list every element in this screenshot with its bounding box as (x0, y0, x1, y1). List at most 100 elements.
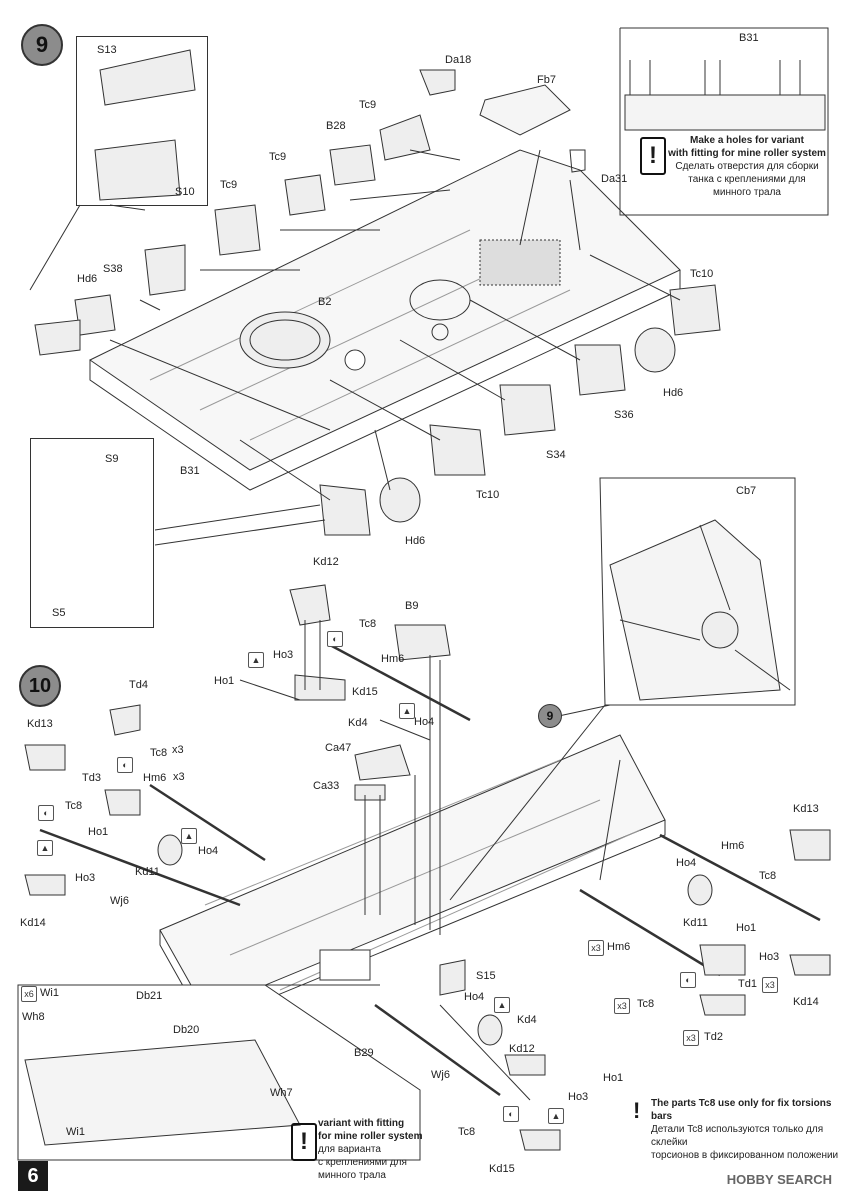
part-label: Wi1 (40, 987, 59, 999)
part-label: B2 (318, 296, 332, 308)
part-label: Ho4 (198, 845, 219, 857)
part-label: S34 (546, 449, 566, 461)
part-label: Kd11 (135, 866, 160, 878)
mirror-icon: ◐ (117, 757, 133, 773)
part-label: Kd4 (517, 1014, 537, 1026)
glue-icon: ▲ (494, 997, 510, 1013)
tc8-note-en: The parts Tc8 use only for fix torsions … (651, 1098, 832, 1122)
part-label: S10 (175, 186, 195, 198)
part-label: Cb7 (736, 485, 757, 497)
x6-marker: x6 (21, 986, 37, 1002)
part-label: Tc8 (150, 747, 168, 759)
exclamation-icon: ! (640, 137, 666, 175)
part-label: Tc8 (359, 618, 377, 630)
part-label: Tc8 (458, 1126, 476, 1138)
glue-icon: ▲ (181, 828, 197, 844)
part-label: Ho1 (88, 826, 109, 838)
part-label: Ho4 (414, 716, 435, 728)
variant-mine-roller-note: variant with fitting for mine roller sys… (318, 1117, 428, 1182)
part-label: Tc9 (269, 151, 287, 163)
mirror-icon: ◐ (327, 631, 343, 647)
part-label: Kd11 (683, 917, 708, 929)
part-label: Ho1 (736, 922, 757, 934)
step-9-mine-roller-note: Make a holes for variant with fitting fo… (667, 134, 827, 199)
part-label: B31 (739, 32, 759, 44)
part-label: S15 (476, 970, 496, 982)
part-label: Tc9 (359, 99, 377, 111)
part-label: S38 (103, 263, 123, 275)
variant-note-en-1: variant with fitting (318, 1118, 405, 1129)
part-label: Tc10 (476, 489, 500, 501)
part-label: Da18 (445, 54, 472, 66)
part-label: Da31 (601, 173, 628, 185)
part-label: Ho3 (759, 951, 780, 963)
exclamation-icon: ! (291, 1123, 317, 1161)
part-label: S13 (97, 44, 117, 56)
part-label: Fb7 (537, 74, 556, 86)
part-label: B9 (405, 600, 419, 612)
tc8-usage-note: The parts Tc8 use only for fix torsions … (651, 1097, 846, 1162)
mirror-icon: ◐ (38, 805, 54, 821)
glue-icon: ▲ (248, 652, 264, 668)
part-label: Ho1 (214, 675, 235, 687)
note-ru-line-1: Сделать отверстия для сборки (675, 161, 819, 172)
part-label: x3 (172, 744, 184, 756)
part-label: Tc10 (690, 268, 714, 280)
part-label: Hm6 (721, 840, 745, 852)
variant-note-ru-3: минного трала (318, 1170, 386, 1181)
step-ref-9: 9 (538, 704, 562, 728)
part-label: Kd14 (20, 917, 46, 929)
variant-note-ru-1: для варианта (318, 1144, 381, 1155)
step-9-detail-inset-s13 (76, 36, 208, 206)
part-label: Wj6 (110, 895, 129, 907)
note-title-line-2: with fitting for mine roller system (668, 148, 826, 159)
glue-icon: ▲ (399, 703, 415, 719)
part-label: Kd12 (509, 1043, 535, 1055)
variant-note-ru-2: с креплениями для (318, 1157, 407, 1168)
part-label: Wj6 (431, 1069, 450, 1081)
tc8-note-ru-1: Детали Tc8 используются только для склей… (651, 1124, 824, 1148)
part-label: B28 (326, 120, 346, 132)
tc8-note-ru-2: торсионов в фиксированном положении (651, 1150, 839, 1161)
part-label: Db21 (136, 990, 163, 1002)
part-label: Kd14 (793, 996, 819, 1008)
part-label: Hd6 (663, 387, 684, 399)
part-label: B31 (180, 465, 200, 477)
part-label: Ho4 (464, 991, 485, 1003)
x3-marker: x3 (614, 998, 630, 1014)
step-9-number: 9 (21, 24, 63, 66)
part-label: S9 (105, 453, 119, 465)
part-label: Wh8 (22, 1011, 45, 1023)
note-title-line-1: Make a holes for variant (690, 135, 804, 146)
step-9-detail-inset-s9 (30, 438, 154, 628)
x3-marker: x3 (588, 940, 604, 956)
glue-icon: ▲ (37, 840, 53, 856)
x3-marker: x3 (762, 977, 778, 993)
part-label: Hm6 (381, 653, 405, 665)
part-label: Hm6 (607, 941, 631, 953)
step-10-number: 10 (19, 665, 61, 707)
part-label: Td1 (738, 978, 757, 990)
part-label: S36 (614, 409, 634, 421)
part-label: Td2 (704, 1031, 723, 1043)
mirror-icon: ◐ (680, 972, 696, 988)
part-label: Wh7 (270, 1087, 293, 1099)
part-label: Kd15 (352, 686, 378, 698)
part-label: Kd13 (793, 803, 819, 815)
exclamation-icon: ! (633, 1098, 641, 1123)
part-label: Ho3 (568, 1091, 589, 1103)
part-label: B29 (354, 1047, 374, 1059)
part-label: S5 (52, 607, 66, 619)
x3-marker: x3 (683, 1030, 699, 1046)
part-label: Kd4 (348, 717, 368, 729)
note-ru-line-3: минного трала (713, 187, 781, 198)
part-label: Hd6 (405, 535, 426, 547)
part-label: Ho3 (75, 872, 96, 884)
part-label: Kd15 (489, 1163, 515, 1175)
part-label: Td4 (129, 679, 148, 691)
part-label: Hd6 (77, 273, 98, 285)
note-ru-line-2: танка с креплениями для (688, 174, 806, 185)
part-label: Tc8 (759, 870, 777, 882)
part-label: Ca33 (313, 780, 340, 792)
